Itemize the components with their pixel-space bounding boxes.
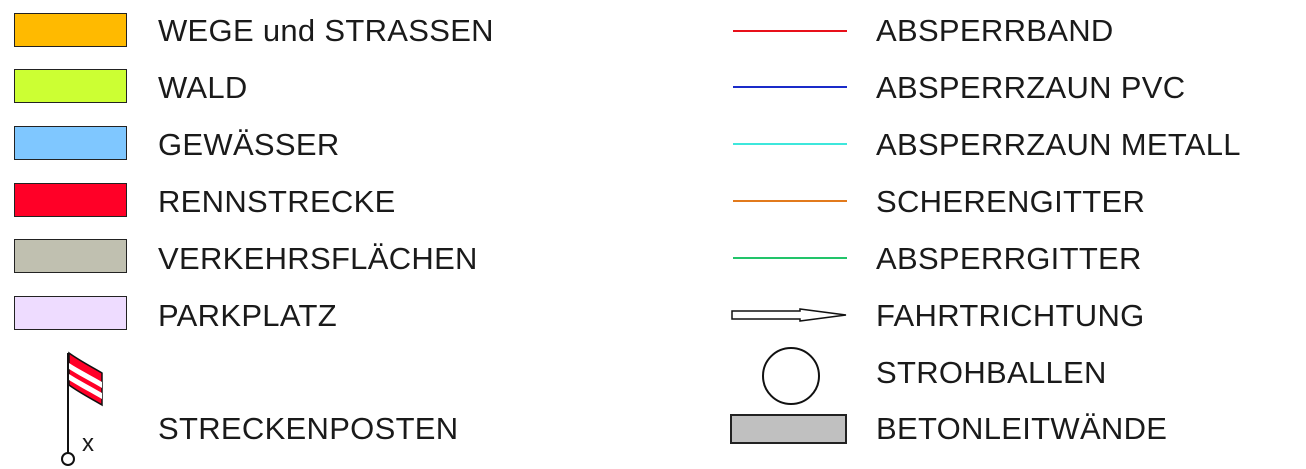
direction-arrow-icon <box>731 308 847 322</box>
legend-label-absperrgitter: ABSPERRGITTER <box>876 241 1142 276</box>
line-absperrband <box>733 30 847 32</box>
legend-label-absperrzaun-pvc: ABSPERRZAUN PVC <box>876 70 1186 105</box>
swatch-verkehrsflaechen <box>14 239 127 273</box>
legend-label-fahrtrichtung: FAHRTRICHTUNG <box>876 298 1145 333</box>
legend-label-gewaesser: GEWÄSSER <box>158 127 340 162</box>
straw-bale-circle-icon <box>762 347 820 405</box>
legend-label-rennstrecke: RENNSTRECKE <box>158 184 396 219</box>
legend-label-streckenposten: STRECKENPOSTEN <box>158 411 459 446</box>
legend-label-absperrband: ABSPERRBAND <box>876 13 1114 48</box>
line-scherengitter <box>733 200 847 202</box>
legend-label-wald: WALD <box>158 70 248 105</box>
line-absperrzaun-pvc <box>733 86 847 88</box>
legend-label-wege-strassen: WEGE und STRASSEN <box>158 13 494 48</box>
swatch-wege-strassen <box>14 13 127 47</box>
swatch-gewaesser <box>14 126 127 160</box>
legend-label-absperrzaun-metall: ABSPERRZAUN METALL <box>876 127 1241 162</box>
concrete-barrier-icon <box>730 414 847 444</box>
legend-label-parkplatz: PARKPLATZ <box>158 298 337 333</box>
marshal-flag-icon: x <box>61 351 103 466</box>
swatch-wald <box>14 69 127 103</box>
legend-label-scherengitter: SCHERENGITTER <box>876 184 1146 219</box>
line-absperrzaun-metall <box>733 143 847 145</box>
legend-label-strohballen: STROHBALLEN <box>876 355 1107 390</box>
legend-label-verkehrsflaechen: VERKEHRSFLÄCHEN <box>158 241 478 276</box>
swatch-rennstrecke <box>14 183 127 217</box>
swatch-parkplatz <box>14 296 127 330</box>
line-absperrgitter <box>733 257 847 259</box>
post-marker-x: x <box>82 430 94 457</box>
legend-label-betonleitwaende: BETONLEITWÄNDE <box>876 411 1168 446</box>
